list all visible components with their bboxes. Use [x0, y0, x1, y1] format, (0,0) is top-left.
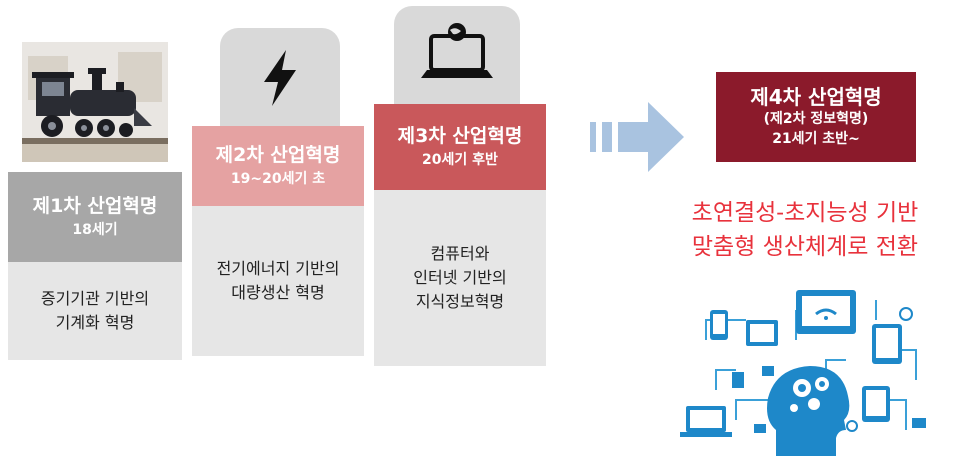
lightning-bolt-icon	[264, 50, 296, 106]
stage-1-desc-line: 증기기관 기반의	[40, 289, 150, 308]
stage-4-period: 21세기 초반~	[772, 131, 860, 147]
stage-3-period: 20세기 후반	[422, 152, 498, 168]
stage-4-desc-line: 맞춤형 생산체계로 전환	[691, 234, 919, 260]
stage-1-period: 18세기	[72, 222, 118, 238]
stage-4-desc-line: 초연결성-초지능성 기반	[691, 200, 919, 226]
stage-3-header: 제3차 산업혁명 20세기 후반	[374, 104, 546, 190]
laptop-globe-icon	[421, 23, 493, 78]
right-arrow-icon	[590, 100, 686, 174]
stage-2-title: 제2차 산업혁명	[215, 144, 341, 166]
stage-2-period: 19~20세기 초	[230, 171, 326, 187]
stage-2-desc-line: 대량생산 혁명	[231, 283, 325, 302]
stage-4-title: 제4차 산업혁명	[750, 85, 882, 109]
stage-3-icon-tab	[394, 6, 520, 104]
stage-1-header: 제1차 산업혁명 18세기	[8, 172, 182, 262]
stage-1-image	[22, 42, 168, 162]
stage-3-desc-line: 지식정보혁명	[415, 292, 505, 311]
stage-2-icon-tab	[220, 28, 340, 128]
stage-1-title: 제1차 산업혁명	[32, 195, 158, 217]
stage-3-title: 제3차 산업혁명	[397, 125, 523, 147]
stage-3-description: 컴퓨터와 인터넷 기반의 지식정보혁명	[374, 190, 546, 366]
stage-4-header: 제4차 산업혁명 (제2차 정보혁명) 21세기 초반~	[716, 72, 916, 162]
steam-locomotive-icon	[22, 42, 168, 162]
stage-3-desc-line: 인터넷 기반의	[413, 268, 507, 287]
stage-2-description: 전기에너지 기반의 대량생산 혁명	[192, 206, 364, 356]
stage-1-description: 증기기관 기반의 기계화 혁명	[8, 262, 182, 360]
stage-1-desc-line: 기계화 혁명	[55, 313, 135, 332]
stage-4-description: 초연결성-초지능성 기반 맞춤형 생산체계로 전환	[650, 196, 960, 264]
stage-2-header: 제2차 산업혁명 19~20세기 초	[192, 126, 364, 206]
stage-4-subtitle: (제2차 정보혁명)	[763, 111, 869, 127]
connected-head-network-icon	[676, 280, 936, 456]
stage-3-desc-line: 컴퓨터와	[430, 244, 490, 263]
stage-2-desc-line: 전기에너지 기반의	[216, 259, 340, 278]
